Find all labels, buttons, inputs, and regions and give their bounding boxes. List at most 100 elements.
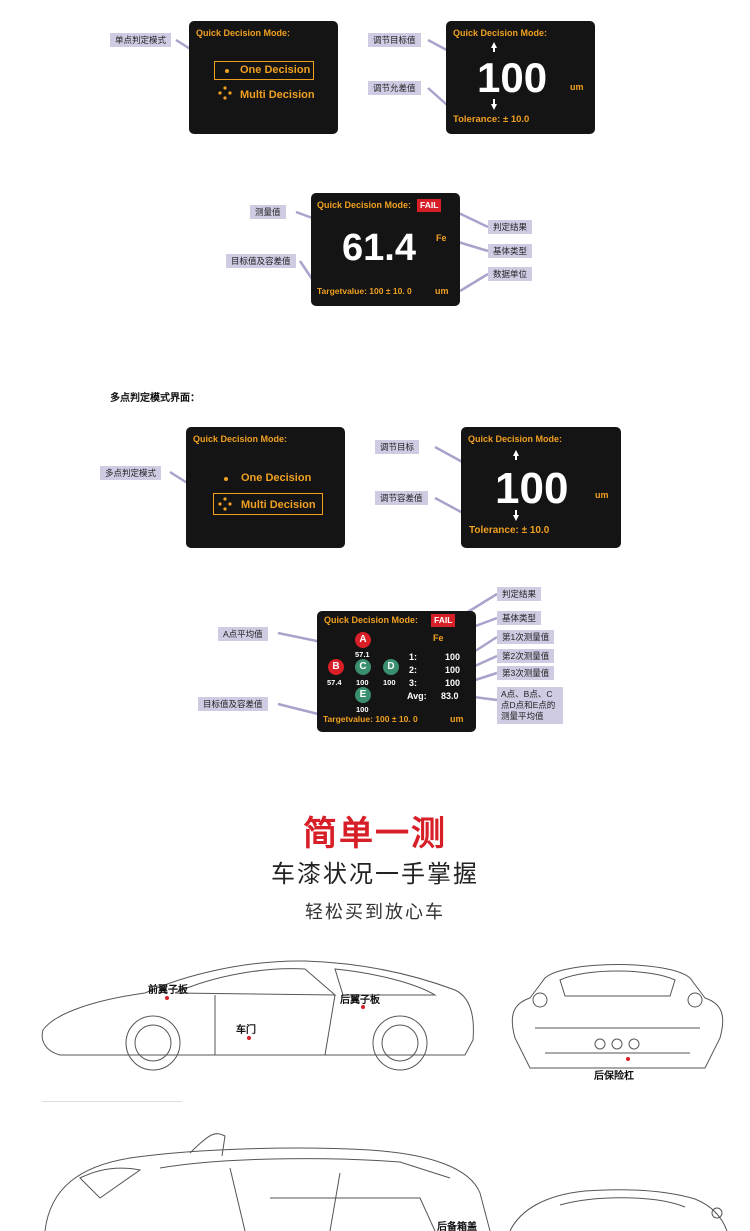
callout-target-tolerance: 目标值及容差值: [198, 697, 268, 711]
row-2-value: 100: [445, 665, 461, 675]
car-side-illustration: [41, 960, 474, 1071]
point-b-value: 57.4: [327, 678, 342, 687]
row-avg-key: Avg:: [407, 691, 427, 701]
row-3-key: 3:: [409, 678, 418, 688]
target-value: 100: [477, 54, 548, 101]
car-top-illustration: [44, 1133, 491, 1231]
marker-front-fender: [165, 996, 169, 1000]
row-2-key: 2:: [409, 665, 418, 675]
arrow-stem: [515, 510, 517, 515]
single-result-screen: Quick Decision Mode: FAIL 61.4 Fe Target…: [311, 193, 460, 306]
callout-points-average: A点、B点、C点D点和E点的测量平均值: [497, 687, 563, 724]
screen-title: Quick Decision Mode:: [196, 28, 291, 38]
multi-dots-icon: [218, 86, 232, 100]
fail-badge: FAIL: [431, 614, 456, 627]
multi-dots-icon: [218, 497, 232, 511]
arrow-stem: [515, 455, 517, 460]
promo-subtitle-2: 轻松买到放心车: [305, 902, 445, 922]
target-value: 100: [495, 464, 569, 513]
multi-mode-screen: Quick Decision Mode: One Decision Multi …: [186, 427, 345, 548]
point-d-badge: D: [383, 659, 399, 675]
option-one-decision[interactable]: One Decision: [240, 64, 311, 76]
target-value-text: Targetvalue: 100 ± 10. 0: [317, 286, 412, 296]
row-1-key: 1:: [409, 652, 418, 662]
label-trunk: 后备箱盖: [437, 1222, 477, 1231]
callout-measure-2: 第2次测量值: [497, 649, 555, 663]
option-one-decision[interactable]: One Decision: [241, 472, 312, 484]
screen-title: Quick Decision Mode:: [324, 615, 419, 625]
selection-box: [214, 61, 314, 80]
marker-rear-fender: [361, 1005, 365, 1009]
point-e-badge: E: [355, 687, 371, 703]
point-c-badge: C: [355, 659, 371, 675]
callout-measured: 测量值: [250, 205, 286, 219]
callout-target-tolerance: 目标值及容差值: [226, 254, 296, 268]
callout-measure-3: 第3次测量值: [497, 666, 555, 680]
unit-label: um: [450, 714, 464, 724]
selection-box: [213, 493, 323, 515]
bullet-icon: [225, 69, 229, 73]
measured-value: 61.4: [342, 227, 416, 269]
substrate-label: Fe: [436, 233, 447, 243]
tolerance-text: Tolerance: ± 10.0: [469, 525, 550, 536]
label-rear-bumper: 后保险杠: [594, 1071, 634, 1082]
callout-a-average: A点平均值: [218, 627, 268, 641]
fail-badge: FAIL: [417, 199, 442, 212]
callout-adjust-tolerance: 调节允差值: [368, 81, 421, 95]
car-rear-illustration: [511, 964, 724, 1069]
screen-title: Quick Decision Mode:: [468, 434, 563, 444]
callout-multi-mode: 多点判定模式: [100, 466, 162, 480]
option-multi-decision[interactable]: Multi Decision: [240, 89, 315, 101]
screen-title: Quick Decision Mode:: [453, 28, 548, 38]
multi-result-screen: Quick Decision Mode: FAIL Fe A 57.1 B 57…: [317, 611, 476, 732]
arrow-down-icon: [491, 104, 497, 110]
arrow-up-icon: [513, 450, 519, 456]
callout-adjust-tolerance: 调节容差值: [375, 491, 428, 505]
car-front-illustration: [509, 1189, 728, 1231]
callout-adjust-target: 调节目标: [375, 440, 420, 454]
label-front-fender: 前翼子板: [148, 985, 188, 996]
promo-title: 简单一测: [303, 815, 447, 853]
arrow-stem: [493, 47, 495, 52]
row-1-value: 100: [445, 652, 461, 662]
callout-measure-1: 第1次测量值: [497, 630, 555, 644]
callout-substrate: 基体类型: [488, 244, 533, 258]
row-3-value: 100: [445, 678, 461, 688]
callout-adjust-target: 调节目标值: [368, 33, 421, 47]
label-door: 车门: [236, 1025, 256, 1036]
substrate-label: Fe: [433, 633, 444, 643]
callout-single-mode: 单点判定模式: [110, 33, 172, 47]
single-mode-screen: Quick Decision Mode: One Decision Multi …: [189, 21, 338, 134]
unit-label: um: [595, 490, 609, 500]
target-value-text: Targetvalue: 100 ± 10. 0: [323, 714, 418, 724]
callout-unit: 数据单位: [488, 267, 533, 281]
marker-rear-bumper: [626, 1057, 630, 1061]
point-e-value: 100: [356, 705, 369, 714]
point-d-value: 100: [383, 678, 396, 687]
divider: [42, 1101, 182, 1102]
callout-result: 判定结果: [497, 587, 542, 601]
arrow-up-icon: [491, 42, 497, 48]
unit-label: um: [570, 82, 584, 92]
label-rear-fender: 后翼子板: [340, 995, 380, 1006]
single-adjust-screen: Quick Decision Mode: 100 um Tolerance: ±…: [446, 21, 595, 134]
tolerance-text: Tolerance: ± 10.0: [453, 114, 530, 125]
point-c-value: 100: [356, 678, 369, 687]
marker-door: [247, 1036, 251, 1040]
point-a-value: 57.1: [355, 650, 370, 659]
arrow-down-icon: [513, 515, 519, 521]
promo-subtitle: 车漆状况一手掌握: [271, 861, 479, 888]
bullet-icon: [224, 477, 228, 481]
multi-mode-heading: 多点判定模式界面：: [110, 393, 200, 404]
screen-title: Quick Decision Mode:: [317, 200, 412, 210]
row-avg-value: 83.0: [441, 691, 459, 701]
callout-substrate: 基体类型: [497, 611, 542, 625]
screen-title: Quick Decision Mode:: [193, 434, 288, 444]
unit-label: um: [435, 286, 449, 296]
point-a-badge: A: [355, 632, 371, 648]
point-b-badge: B: [328, 659, 344, 675]
multi-adjust-screen: Quick Decision Mode: 100 um Tolerance: ±…: [461, 427, 621, 548]
callout-result: 判定结果: [488, 220, 533, 234]
arrow-stem: [493, 99, 495, 104]
option-multi-decision[interactable]: Multi Decision: [241, 499, 316, 511]
